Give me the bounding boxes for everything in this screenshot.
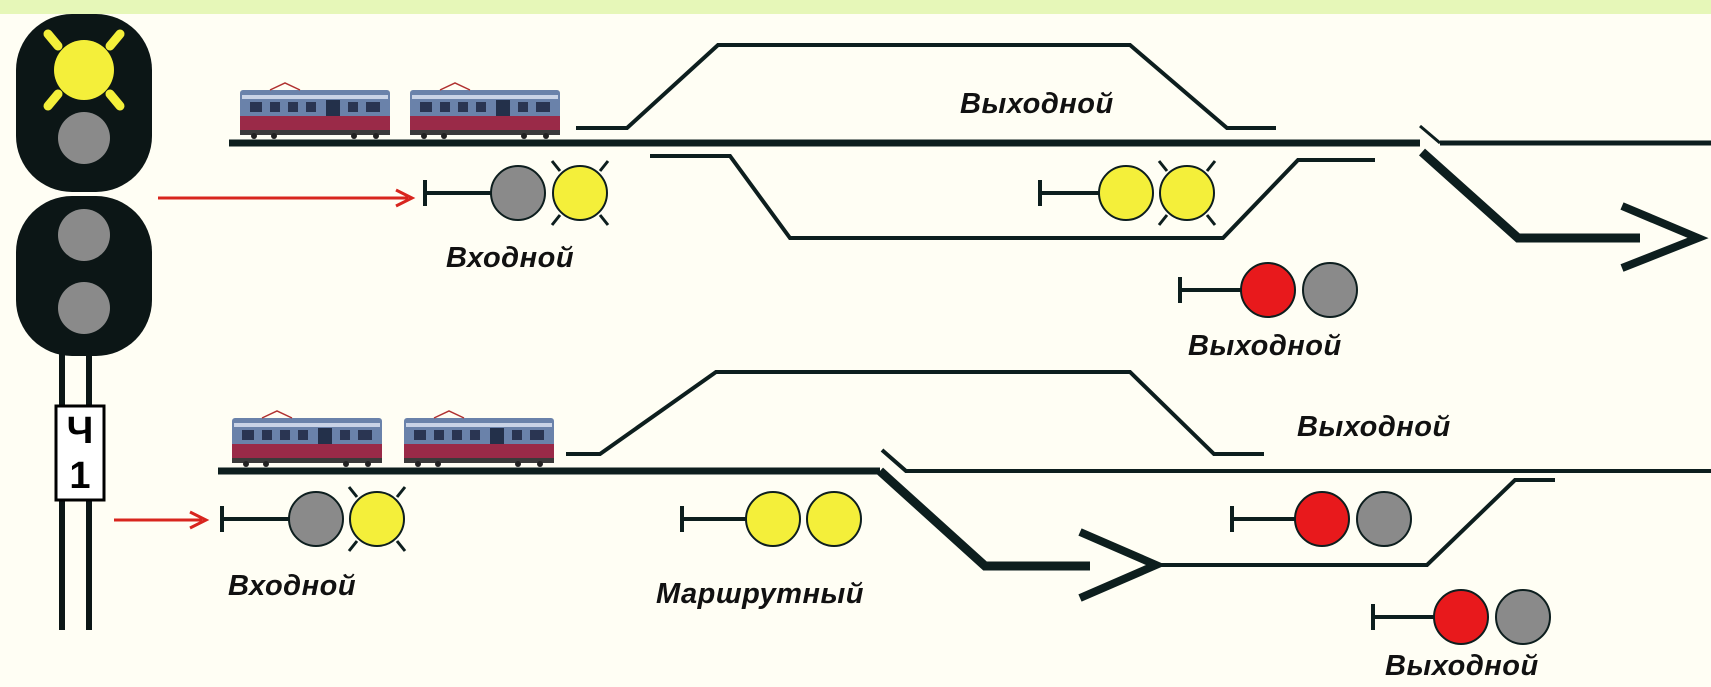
pointer-arrows bbox=[114, 188, 416, 530]
locomotive-bottom bbox=[231, 410, 383, 468]
route-track-bottom bbox=[876, 467, 1090, 571]
lamp-off-4 bbox=[58, 282, 110, 334]
bottom-scheme bbox=[218, 370, 1711, 645]
exit-signal-top bbox=[1178, 262, 1358, 318]
lamp-off bbox=[1495, 589, 1551, 645]
label-bottom-upper-exit: Выходной bbox=[1297, 411, 1451, 443]
locomotive-top-2 bbox=[409, 82, 561, 140]
lamp-yellow bbox=[745, 491, 801, 547]
top-band bbox=[0, 0, 1711, 14]
plate-line2: 1 bbox=[69, 455, 90, 497]
lamp-off bbox=[490, 165, 546, 221]
lamp-off bbox=[288, 491, 344, 547]
through-track-bottom bbox=[880, 448, 1711, 473]
label-top-entry: Входной bbox=[446, 242, 575, 274]
exit-signal-bottom-1 bbox=[1230, 491, 1412, 547]
lamp-off bbox=[1302, 262, 1358, 318]
label-bottom-entry: Входной bbox=[228, 570, 357, 602]
lower-siding-top bbox=[650, 154, 1375, 240]
lamp-yellow bbox=[806, 491, 862, 547]
label-route: Маршрутный bbox=[656, 578, 865, 610]
route-track-top bbox=[1418, 148, 1640, 243]
lower-siding-bottom bbox=[1156, 478, 1555, 567]
route-arrow-top bbox=[1620, 202, 1709, 272]
entry-signal-bottom bbox=[220, 486, 407, 552]
lamp-yellow bbox=[1098, 165, 1154, 221]
middle-signal-top bbox=[1038, 160, 1217, 226]
signal-head-lower bbox=[16, 196, 152, 356]
lamp-yellow-flashing bbox=[552, 165, 608, 221]
upper-siding-top bbox=[576, 43, 1276, 130]
plate-line1: Ч bbox=[67, 410, 94, 452]
flash-rays bbox=[1157, 160, 1217, 226]
locomotive-top bbox=[239, 82, 391, 140]
signal-plate bbox=[54, 404, 106, 502]
exit-signal-bottom-2 bbox=[1371, 589, 1551, 645]
flash-rays bbox=[347, 486, 407, 552]
route-arrow-bottom bbox=[1078, 528, 1167, 602]
locomotive-bottom-2 bbox=[403, 410, 555, 468]
lamp-red bbox=[1433, 589, 1489, 645]
route-signal bbox=[680, 491, 862, 547]
lamp-off-3 bbox=[58, 209, 110, 261]
entry-signal-top bbox=[423, 160, 610, 226]
signal-head-upper bbox=[16, 14, 152, 192]
switch-point-top bbox=[1419, 124, 1441, 145]
lamp-off bbox=[1356, 491, 1412, 547]
top-scheme bbox=[229, 43, 1711, 318]
flash-rays bbox=[550, 160, 610, 226]
upper-siding-bottom bbox=[566, 370, 1264, 456]
label-top-upper-exit: Выходной bbox=[960, 88, 1114, 120]
signal-post: Ч 1 bbox=[16, 14, 152, 630]
lamp-off-2 bbox=[58, 112, 110, 164]
lamp-yellow-flashing bbox=[349, 491, 405, 547]
lamp-yellow-flashing bbox=[54, 40, 114, 100]
flash-rays bbox=[43, 29, 125, 111]
label-bottom-lower-exit: Выходной bbox=[1385, 650, 1539, 682]
label-top-lower-exit: Выходной bbox=[1188, 330, 1342, 362]
lamp-yellow-flashing bbox=[1159, 165, 1215, 221]
lamp-red bbox=[1240, 262, 1296, 318]
lamp-red bbox=[1294, 491, 1350, 547]
